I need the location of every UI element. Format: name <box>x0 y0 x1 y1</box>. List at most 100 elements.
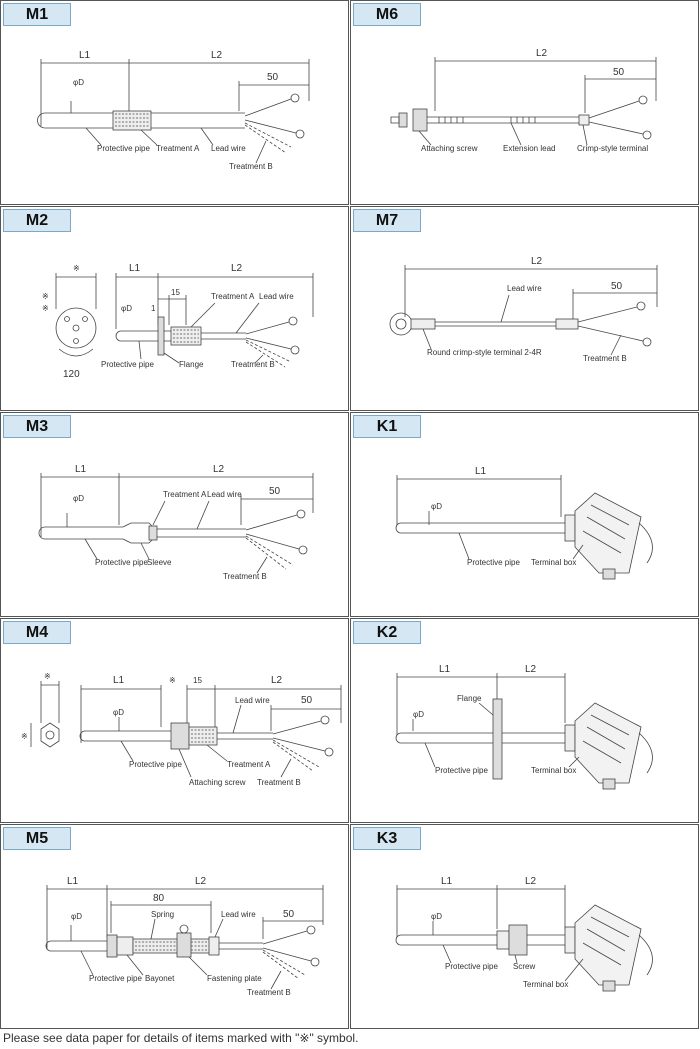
panel-code-m4: M4 <box>3 621 71 644</box>
diagram-m1: L1 L2 50 φD Protective pipe Treatment A … <box>37 50 310 171</box>
panel-code-k3: K3 <box>353 827 421 850</box>
dim-label-50: 50 <box>611 281 623 292</box>
dim-label-phid: φD <box>431 502 442 511</box>
panel-code-m5: M5 <box>3 827 71 850</box>
label-round-terminal: Round crimp-style terminal 2-4R <box>427 348 542 357</box>
panel-code-m7: M7 <box>353 209 421 232</box>
label-terminal-box: Terminal box <box>523 980 568 989</box>
panel-m2: M2 <box>0 206 349 411</box>
dim-label-1: 1 <box>151 304 156 313</box>
dim-label-l1: L1 <box>129 263 141 274</box>
panel-m1: M1 <box>0 0 349 205</box>
panel-m7: M7 L2 5 <box>350 206 699 411</box>
dim-label-120: 120 <box>63 369 80 380</box>
label-treatment-a: Treatment A <box>227 760 271 769</box>
dim-label-50: 50 <box>269 486 281 497</box>
dim-label-50: 50 <box>283 909 295 920</box>
label-lead-wire: Lead wire <box>207 490 242 499</box>
label-sleeve: Sleeve <box>147 558 172 567</box>
dim-label-50: 50 <box>613 67 625 78</box>
diagram-m2: ※ ※ ※ L1 L2 15 1 φD 120 Treatment A Lead… <box>42 263 314 380</box>
dim-label-l2: L2 <box>213 464 225 475</box>
label-treatment-a: Treatment A <box>163 490 207 499</box>
label-protective-pipe: Protective pipe <box>95 558 148 567</box>
panel-m6: M6 <box>350 0 699 205</box>
label-attaching-screw: Attaching screw <box>421 144 478 153</box>
diagram-m5: L1 L2 80 50 φD Spring Lead wire Protecti… <box>45 876 324 997</box>
dim-label-phid: φD <box>73 78 84 87</box>
dim-label-l1: L1 <box>475 466 487 477</box>
label-protective-pipe: Protective pipe <box>445 962 498 971</box>
panel-k2: K2 L <box>350 618 699 823</box>
dim-label-80: 80 <box>153 893 165 904</box>
panel-code-m3: M3 <box>3 415 71 438</box>
label-treatment-b: Treatment B <box>257 778 301 787</box>
footnote: Please see data paper for details of ite… <box>3 1031 359 1045</box>
label-treatment-b: Treatment B <box>247 988 291 997</box>
panel-m3: M3 <box>0 412 349 617</box>
mark-symbol-left: ※ <box>21 732 28 741</box>
dim-label-15: 15 <box>171 288 180 297</box>
dim-label-phid: φD <box>71 912 82 921</box>
diagram-m4: ※ ※ L1 ※ 15 L2 50 φD Lead wire Protectiv… <box>21 672 342 787</box>
label-crimp-terminal: Crimp-style terminal <box>577 144 648 153</box>
dim-label-l1: L1 <box>79 50 91 61</box>
mark-symbol-left-1: ※ <box>42 292 49 301</box>
mark-symbol-left-2: ※ <box>42 304 49 313</box>
label-protective-pipe: Protective pipe <box>89 974 142 983</box>
diagram-k1: L1 φD Protective pipe Terminal box <box>395 466 653 580</box>
dim-label-l2: L2 <box>211 50 223 61</box>
dim-label-l2: L2 <box>536 48 548 59</box>
dim-label-l1: L1 <box>75 464 87 475</box>
dim-label-l2: L2 <box>195 876 207 887</box>
label-protective-pipe: Protective pipe <box>97 144 150 153</box>
diagram-m3: L1 L2 50 φD Treatment A Lead wire Protec… <box>38 464 314 581</box>
label-lead-wire: Lead wire <box>221 910 256 919</box>
dim-label-l1: L1 <box>441 876 453 887</box>
panel-m4: M4 <box>0 618 349 823</box>
dim-label-15: 15 <box>193 676 202 685</box>
dim-label-phid: φD <box>121 304 132 313</box>
dim-label-phid: φD <box>73 494 84 503</box>
panel-code-k2: K2 <box>353 621 421 644</box>
label-treatment-b: Treatment B <box>231 360 275 369</box>
label-lead-wire: Lead wire <box>507 284 542 293</box>
label-terminal-box: Terminal box <box>531 766 576 775</box>
label-protective-pipe: Protective pipe <box>435 766 488 775</box>
label-treatment-b: Treatment B <box>229 162 273 171</box>
label-protective-pipe: Protective pipe <box>101 360 154 369</box>
sensor-type-grid: M1 <box>0 0 699 1029</box>
diagram-m6: L2 50 Attaching screw Extension lead Cri… <box>390 48 657 153</box>
label-treatment-b: Treatment B <box>583 354 627 363</box>
dim-label-l1: L1 <box>113 675 125 686</box>
panel-code-k1: K1 <box>353 415 421 438</box>
dim-label-l2: L2 <box>531 256 543 267</box>
dim-label-phid: φD <box>431 912 442 921</box>
dim-label-50: 50 <box>267 72 279 83</box>
panel-m5: M5 <box>0 824 349 1029</box>
panel-k1: K1 L1 φD Protective pipe <box>350 412 699 617</box>
dim-label-l1: L1 <box>67 876 79 887</box>
label-spring: Spring <box>151 910 174 919</box>
label-protective-pipe: Protective pipe <box>467 558 520 567</box>
label-flange: Flange <box>457 694 482 703</box>
label-protective-pipe: Protective pipe <box>129 760 182 769</box>
mark-symbol-top: ※ <box>44 672 51 681</box>
mark-symbol-mid: ※ <box>169 676 176 685</box>
dim-label-l2: L2 <box>525 876 537 887</box>
label-flange: Flange <box>179 360 204 369</box>
label-lead-wire: Lead wire <box>235 696 270 705</box>
label-treatment-b: Treatment B <box>223 572 267 581</box>
label-lead-wire: Lead wire <box>259 292 294 301</box>
label-attaching-screw: Attaching screw <box>189 778 246 787</box>
label-treatment-a: Treatment A <box>211 292 255 301</box>
panel-code-m6: M6 <box>353 3 421 26</box>
dim-label-phid: φD <box>413 710 424 719</box>
label-bayonet: Bayonet <box>145 974 175 983</box>
label-terminal-box: Terminal box <box>531 558 576 567</box>
dim-label-phid: φD <box>113 708 124 717</box>
label-fastening-plate: Fastening plate <box>207 974 262 983</box>
diagram-k2: L1 L2 φD Flange Protective pipe Terminal… <box>395 664 653 790</box>
panel-k3: K3 <box>350 824 699 1029</box>
panel-code-m1: M1 <box>3 3 71 26</box>
